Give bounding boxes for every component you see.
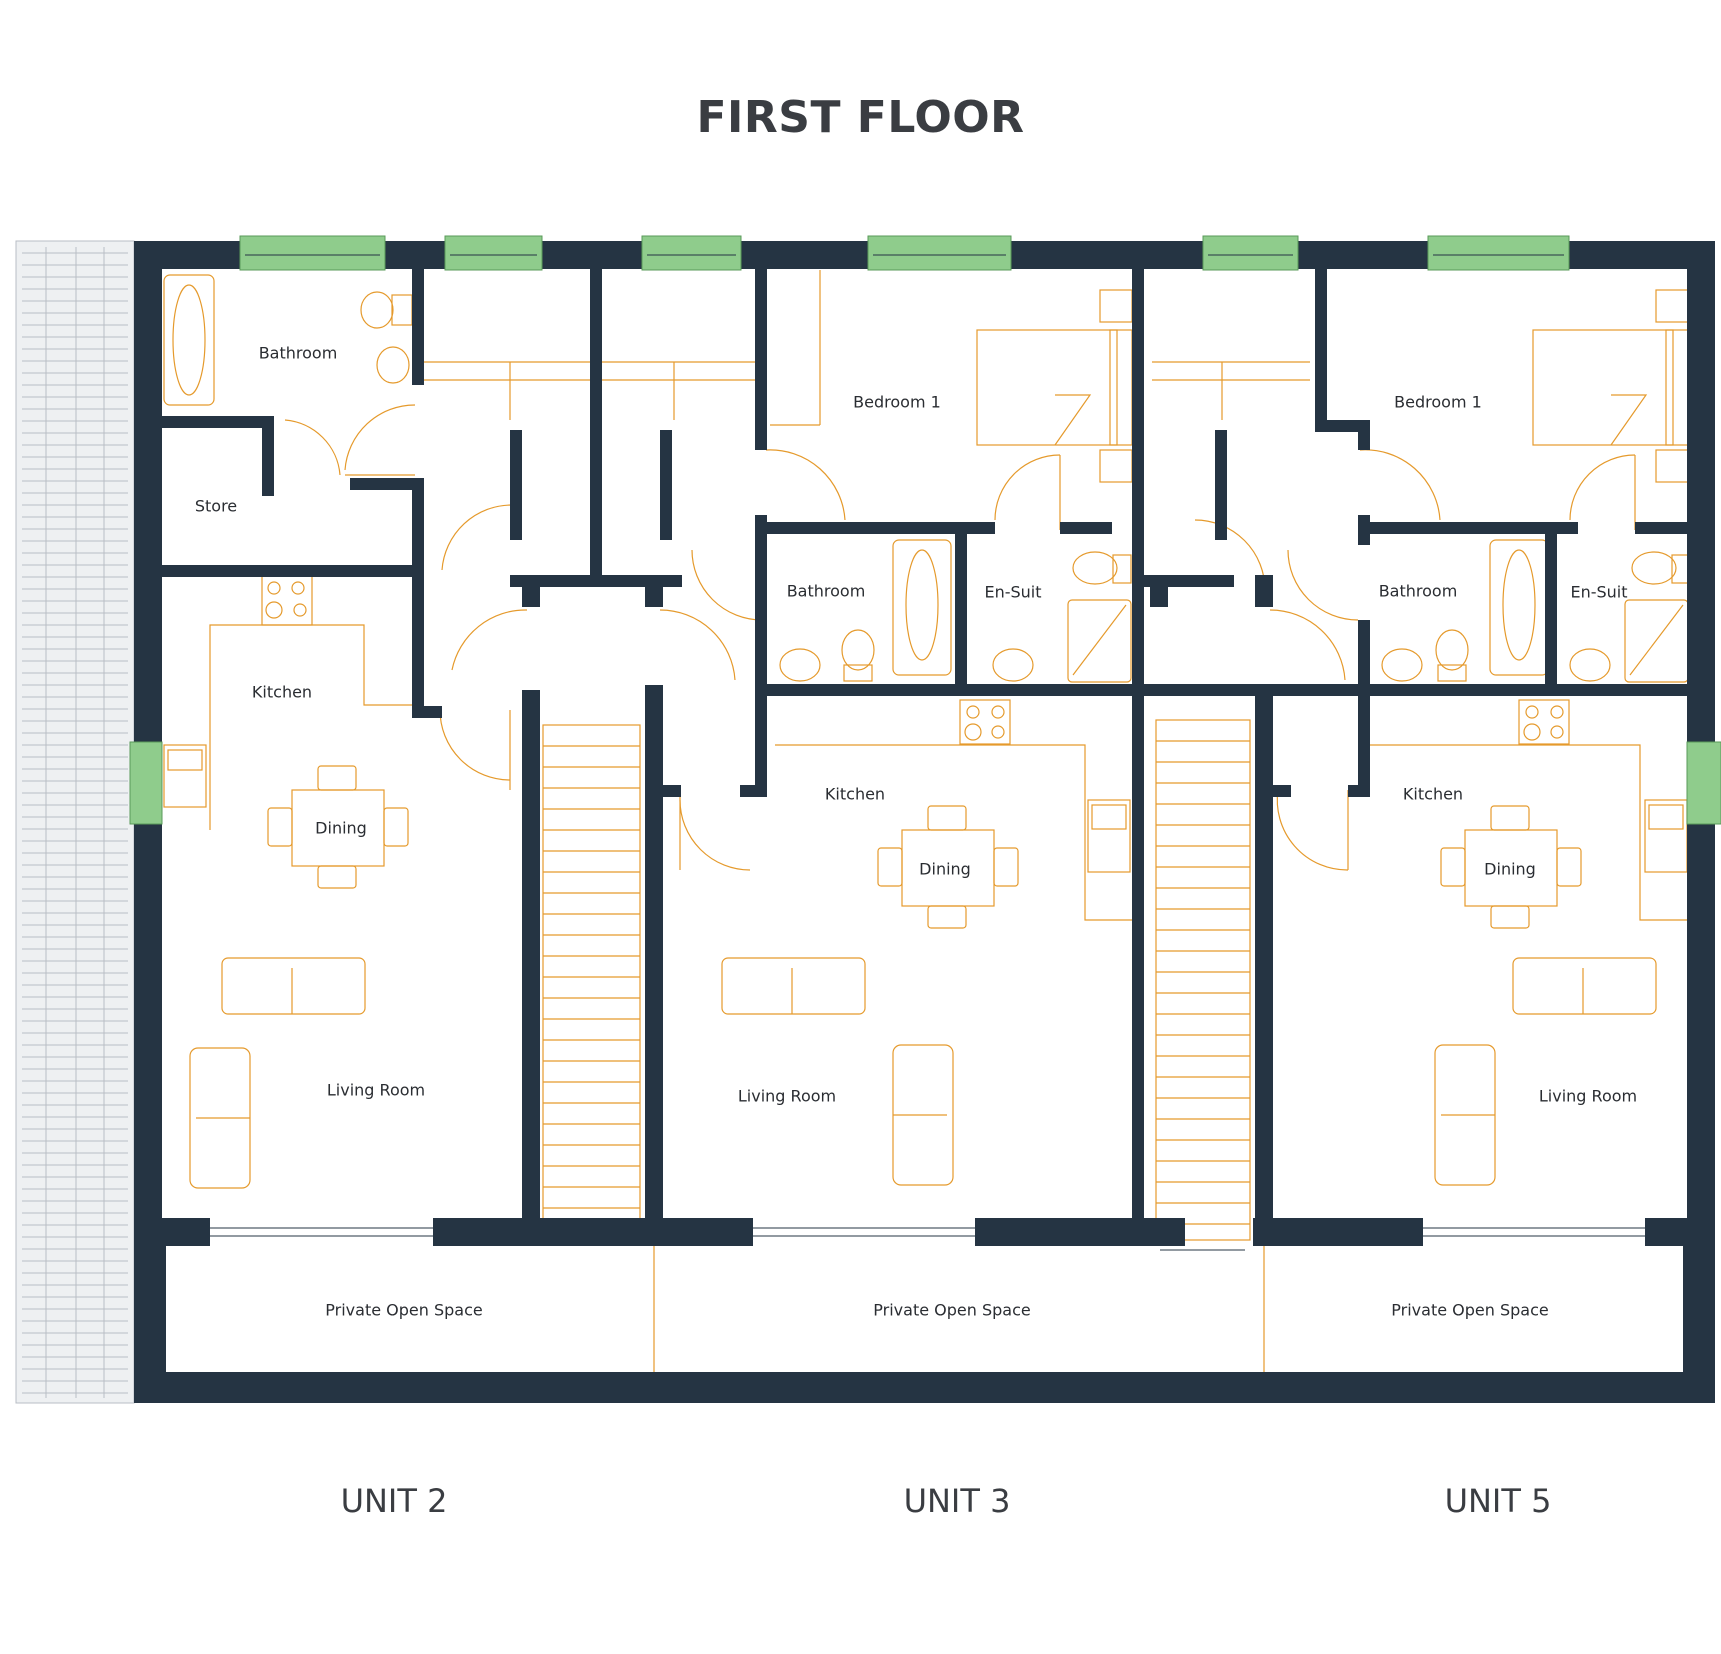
unit2-label: UNIT 2	[340, 1482, 448, 1520]
unit2-dining-label: Dining	[315, 818, 367, 838]
paving-strip	[15, 240, 135, 1404]
unit2-bathroom-label: Bathroom	[258, 343, 338, 363]
unit2-store-label: Store	[194, 496, 238, 516]
unit5-kitchen-label: Kitchen	[1402, 784, 1464, 804]
stair-1-steps	[542, 724, 641, 1241]
unit3-dining-label: Dining	[919, 859, 971, 879]
unit5-open-space-label: Private Open Space	[1391, 1300, 1549, 1320]
unit2-open-space-label: Private Open Space	[325, 1300, 483, 1320]
unit3-ensuite-label: En-Suit	[984, 582, 1042, 602]
windows	[129, 235, 1721, 825]
unit5-living-label: Living Room	[1538, 1086, 1638, 1106]
stair-2-steps	[1155, 719, 1251, 1241]
unit3-kitchen-label: Kitchen	[824, 784, 886, 804]
window-glazing	[210, 254, 1645, 1251]
unit5-dining-label: Dining	[1484, 859, 1536, 879]
walls	[134, 241, 1715, 1403]
unit3-bedroom-label: Bedroom 1	[853, 392, 941, 412]
fixtures	[163, 270, 1691, 1372]
unit3-label: UNIT 3	[903, 1482, 1011, 1520]
unit5-bedroom-label: Bedroom 1	[1394, 392, 1482, 412]
unit5-ensuite-label: En-Suit	[1570, 582, 1628, 602]
unit5-bathroom-label: Bathroom	[1378, 581, 1458, 601]
unit3-open-space-label: Private Open Space	[873, 1300, 1031, 1320]
unit2-living-label: Living Room	[326, 1080, 426, 1100]
unit2-kitchen-label: Kitchen	[251, 682, 313, 702]
unit3-bathroom-label: Bathroom	[786, 581, 866, 601]
unit3-living-label: Living Room	[737, 1086, 837, 1106]
plan-title: FIRST FLOOR	[696, 92, 1025, 143]
unit5-label: UNIT 5	[1444, 1482, 1552, 1520]
